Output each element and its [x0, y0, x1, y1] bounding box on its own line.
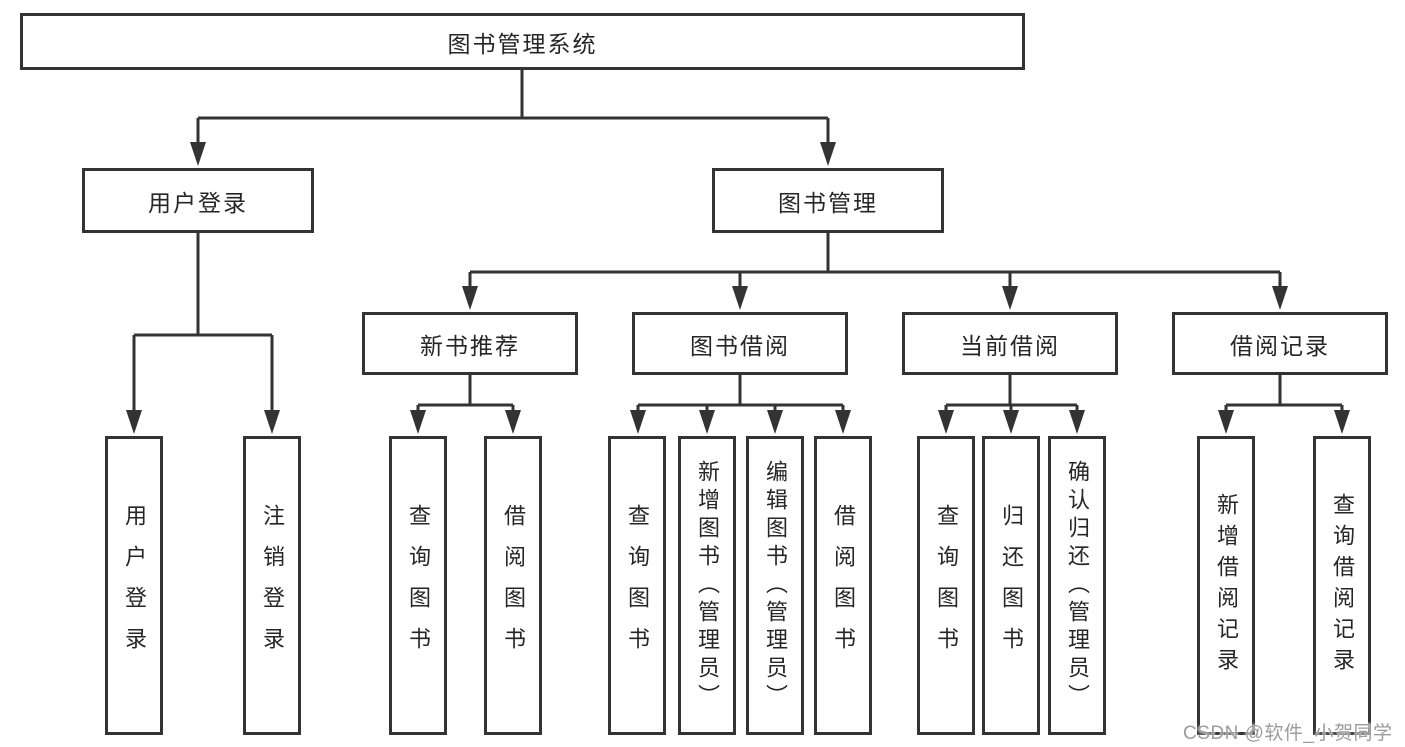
arrowhead	[732, 286, 748, 310]
leaf-label: 查询图书	[625, 503, 650, 668]
leaf-label: 借阅图书	[501, 503, 526, 668]
arrowhead	[264, 410, 280, 434]
leaf-borrow-books: 借阅图书	[814, 436, 872, 735]
arrowhead	[630, 410, 646, 434]
node-library-management-system: 图书管理系统	[20, 13, 1025, 70]
arrowhead	[820, 142, 836, 166]
leaf-edit-books-admin: 编辑图书（管理员）	[746, 436, 804, 735]
arrowhead	[1218, 410, 1234, 434]
leaf-label: 借阅图书	[831, 503, 856, 668]
arrowhead	[767, 410, 783, 434]
leaf-query-books-borrowing: 查询图书	[608, 436, 666, 735]
node-label: 图书管理系统	[447, 30, 598, 57]
arrowhead	[190, 142, 206, 166]
arrowhead	[410, 410, 426, 434]
arrowhead	[1334, 410, 1350, 434]
leaf-query-borrow-record: 查询借阅记录	[1313, 436, 1371, 735]
arrowhead	[938, 410, 954, 434]
arrowhead	[1069, 410, 1085, 434]
arrowhead	[1002, 286, 1018, 310]
arrowhead	[1272, 286, 1288, 310]
node-current-borrowing: 当前借阅	[902, 312, 1118, 375]
leaf-query-books-current: 查询图书	[917, 436, 975, 735]
csdn-watermark: CSDN @软件_小贺同学	[1183, 723, 1393, 744]
leaf-borrow-books-recommend: 借阅图书	[484, 436, 542, 735]
node-label: 图书管理	[778, 189, 878, 216]
leaf-add-books-admin: 新增图书（管理员）	[678, 436, 736, 735]
leaf-label: 编辑图书（管理员）	[763, 459, 788, 712]
node-book-management: 图书管理	[712, 168, 944, 233]
leaf-query-books-recommend: 查询图书	[389, 436, 447, 735]
node-user-login: 用户登录	[82, 168, 314, 233]
leaf-return-books: 归还图书	[982, 436, 1040, 735]
arrowhead	[505, 410, 521, 434]
leaf-label: 确认归还（管理员）	[1065, 459, 1090, 712]
arrowhead	[699, 410, 715, 434]
node-borrowing-records: 借阅记录	[1172, 312, 1388, 375]
node-label: 新书推荐	[420, 332, 520, 359]
leaf-label: 查询图书	[406, 503, 431, 668]
leaf-label: 归还图书	[999, 503, 1024, 668]
leaf-label: 用户登录	[122, 503, 147, 668]
node-label: 用户登录	[148, 189, 248, 216]
leaf-label: 新增图书（管理员）	[695, 459, 720, 712]
arrowhead	[835, 410, 851, 434]
node-label: 借阅记录	[1230, 332, 1330, 359]
leaf-label: 新增借阅记录	[1214, 492, 1239, 679]
node-label: 当前借阅	[960, 332, 1060, 359]
leaf-logout: 注销登录	[243, 436, 301, 735]
arrowhead	[126, 410, 142, 434]
node-label: 图书借阅	[690, 332, 790, 359]
node-new-book-recommendation: 新书推荐	[362, 312, 578, 375]
arrowhead	[462, 286, 478, 310]
leaf-confirm-return-admin: 确认归还（管理员）	[1048, 436, 1106, 735]
leaf-user-login: 用户登录	[105, 436, 163, 735]
leaf-label: 查询图书	[934, 503, 959, 668]
arrowhead	[1003, 410, 1019, 434]
node-book-borrowing: 图书借阅	[632, 312, 848, 375]
leaf-label: 注销登录	[260, 503, 285, 668]
leaf-add-borrow-record: 新增借阅记录	[1197, 436, 1255, 735]
leaf-label: 查询借阅记录	[1330, 492, 1355, 679]
